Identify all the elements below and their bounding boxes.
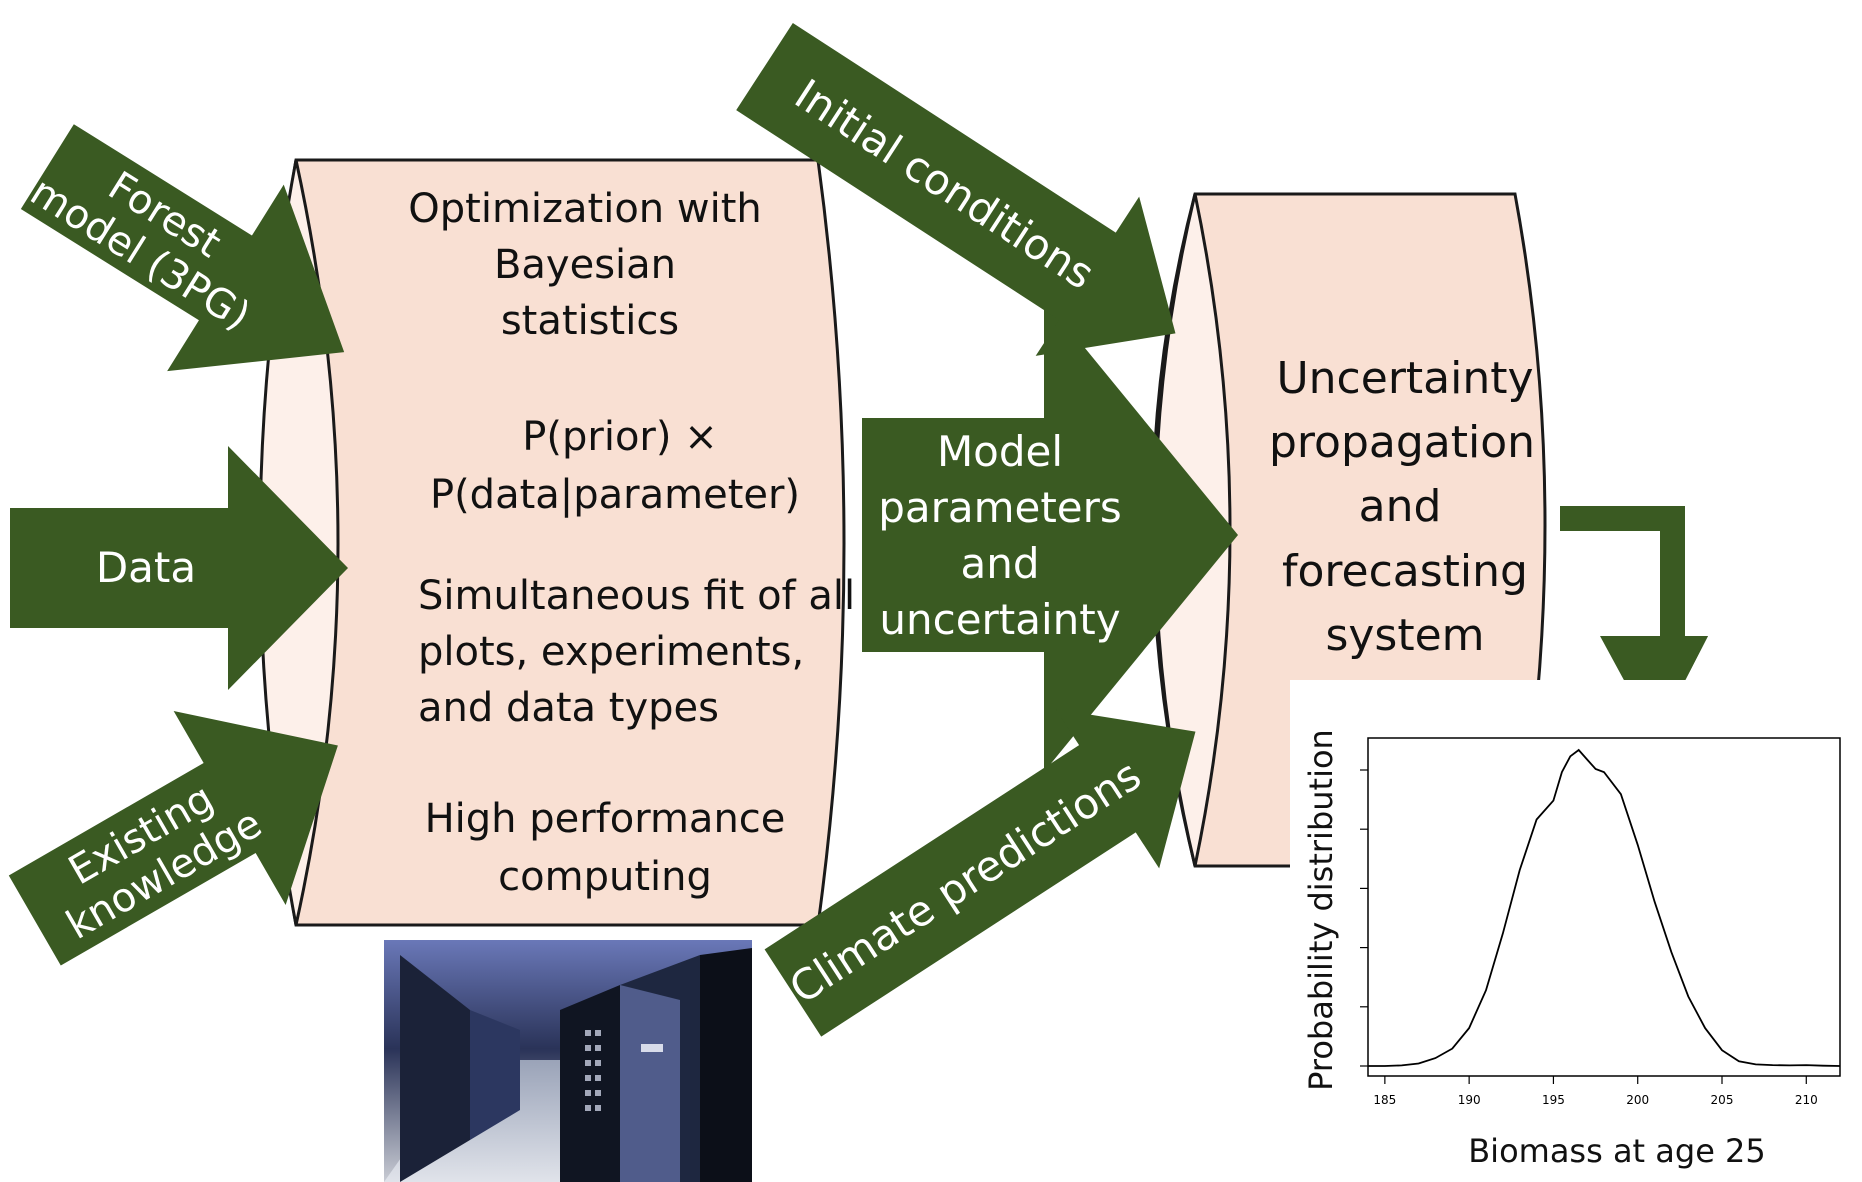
- data-label: Data: [96, 543, 196, 592]
- x-tick-label-5: 210: [1795, 1093, 1818, 1107]
- output-arrow: [1560, 506, 1708, 706]
- density-chart: 185 190 195 200 205 210 Biomass at age 25 Pro…: [1290, 680, 1862, 1182]
- uncertainty-text: Uncertainty propagation and forecasting …: [1269, 353, 1535, 661]
- density-line: [1368, 748, 1841, 1067]
- optimization-heading-2: Bayesian: [494, 242, 676, 288]
- supercomputer-photo: [384, 940, 752, 1182]
- formula-line-2: P(data|parameter): [430, 472, 800, 518]
- fit-line-2: plots, experiments,: [418, 629, 804, 675]
- climate-predictions-label: Climate predictions: [781, 750, 1150, 1013]
- x-tick-label-2: 195: [1542, 1093, 1565, 1107]
- model-parameters-arrow: Model parameters and uncertainty: [862, 298, 1238, 772]
- plot-frame: [1367, 737, 1841, 1077]
- hpc-line-1: High performance: [425, 796, 786, 842]
- model-parameters-label-4: uncertainty: [879, 595, 1120, 644]
- fit-line-1: Simultaneous fit of all: [418, 573, 855, 619]
- model-parameters-label-1: Model: [937, 427, 1063, 476]
- initial-conditions-label: Initial conditions: [786, 69, 1103, 298]
- optimization-heading-3: statistics: [501, 298, 679, 344]
- optimization-text: Optimization with Bayesian statistics P(…: [408, 186, 855, 900]
- uncertainty-line-3: and: [1359, 481, 1442, 532]
- x-tick-label-4: 205: [1711, 1093, 1734, 1107]
- x-tick-label-3: 200: [1626, 1093, 1649, 1107]
- x-axis: 185 190 195 200 205 210: [1373, 1076, 1818, 1107]
- x-tick-label-0: 185: [1373, 1093, 1396, 1107]
- model-parameters-label-2: parameters: [878, 483, 1122, 532]
- hpc-line-2: computing: [498, 854, 712, 900]
- uncertainty-line-2: propagation: [1269, 417, 1535, 468]
- x-tick-label-1: 190: [1458, 1093, 1481, 1107]
- uncertainty-line-4: forecasting: [1282, 546, 1528, 597]
- model-parameters-label-3: and: [960, 539, 1039, 588]
- chart-xlabel: Biomass at age 25: [1468, 1132, 1766, 1170]
- formula-line-1: P(prior) ×: [522, 414, 717, 460]
- uncertainty-line-1: Uncertainty: [1276, 353, 1533, 404]
- chart-ylabel: Probability distribution: [1302, 729, 1340, 1091]
- y-axis: [1360, 769, 1368, 1067]
- data-arrow: Data: [10, 446, 348, 690]
- fit-line-3: and data types: [418, 685, 719, 731]
- uncertainty-line-5: system: [1325, 610, 1484, 661]
- optimization-heading-1: Optimization with: [408, 186, 761, 232]
